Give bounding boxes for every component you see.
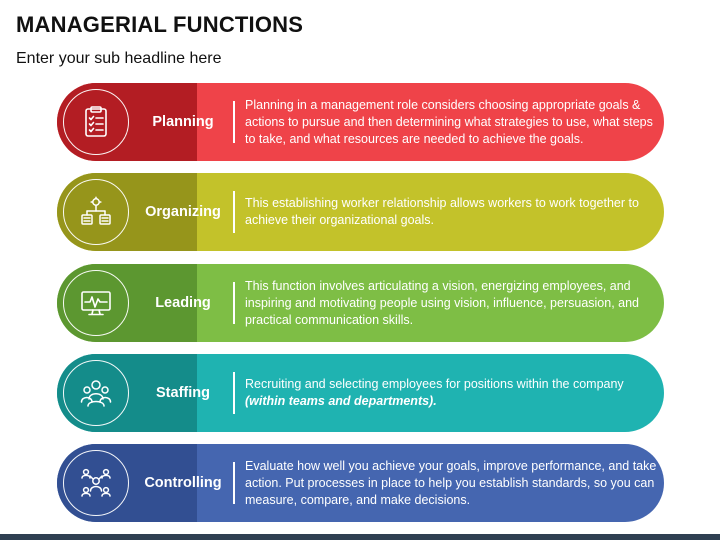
page-subtitle: Enter your sub headline here: [16, 50, 222, 67]
leading-description: This function involves articulating a vi…: [245, 278, 640, 327]
function-row-controlling: Controlling Evaluate how well you achiev…: [57, 444, 664, 522]
planning-label: Planning: [152, 114, 214, 130]
people-network-icon: [63, 450, 129, 516]
planning-divider: [233, 101, 235, 143]
controlling-label: Controlling: [144, 475, 222, 491]
organizing-description: This establishing worker relationship al…: [245, 196, 639, 227]
staffing-description: Recruiting and selecting employees for p…: [245, 377, 624, 408]
org-chart-gear-icon: [63, 179, 129, 245]
controlling-description: Evaluate how well you achieve your goals…: [245, 458, 657, 507]
leading-label: Leading: [155, 295, 211, 311]
bottom-accent-bar: [0, 534, 720, 540]
function-row-staffing: Staffing Recruiting and selecting employ…: [57, 354, 664, 432]
clipboard-checklist-icon: [63, 89, 129, 155]
organizing-label: Organizing: [145, 204, 221, 220]
controlling-divider: [233, 462, 235, 504]
planning-description: Planning in a management role considers …: [245, 97, 653, 146]
function-row-leading: Leading This function involves articulat…: [57, 264, 664, 342]
staffing-label: Staffing: [156, 385, 210, 401]
function-row-organizing: Organizing This establishing worker rela…: [57, 173, 664, 251]
leading-divider: [233, 282, 235, 324]
team-people-icon: [63, 360, 129, 426]
function-row-planning: Planning Planning in a management role c…: [57, 83, 664, 161]
page-title: MANAGERIAL FUNCTIONS: [16, 12, 304, 37]
monitor-pulse-icon: [63, 270, 129, 336]
staffing-divider: [233, 372, 235, 414]
organizing-divider: [233, 191, 235, 233]
